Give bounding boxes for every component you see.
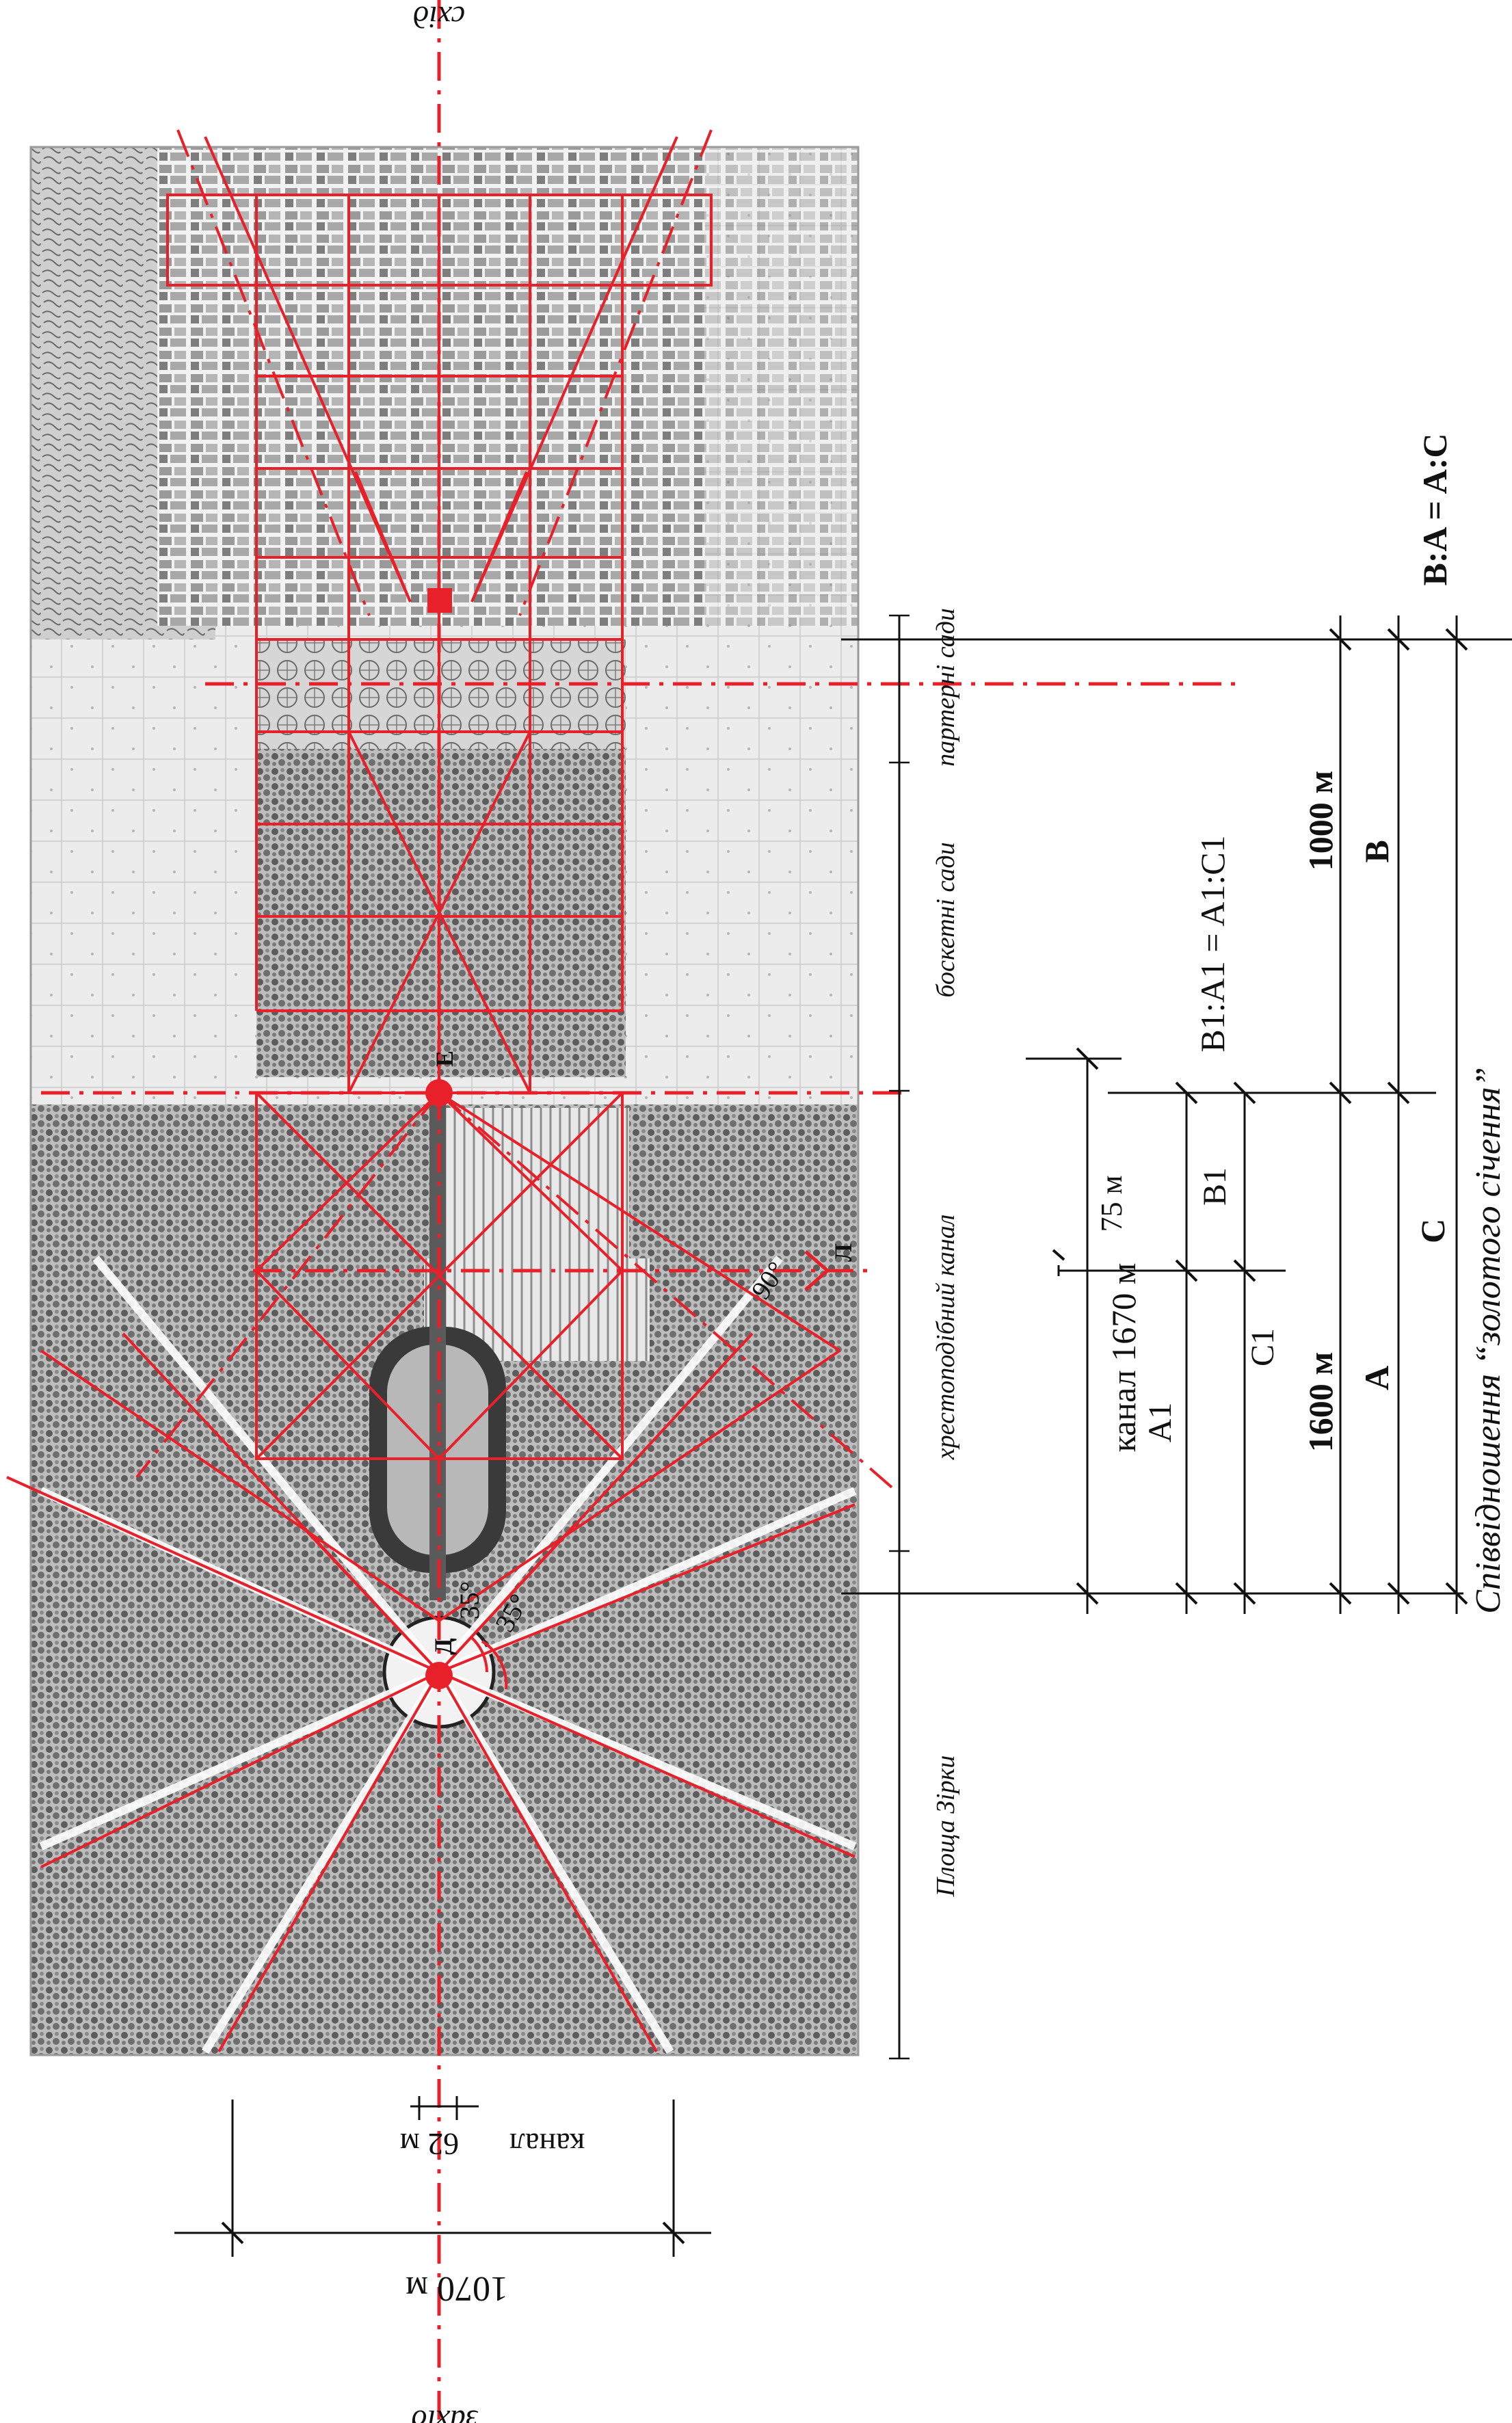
cross-width-label: 75 м	[1095, 1176, 1128, 1232]
golden-section-caption: Співвідношення “золотого січення”	[1469, 1067, 1508, 1613]
len-1600-label: 1600 м	[1301, 1352, 1340, 1453]
point-e-label: E	[431, 1050, 458, 1067]
b1-label: B1	[1197, 1167, 1233, 1206]
right-angle-mark	[804, 1250, 830, 1291]
b-label: B	[1357, 840, 1396, 862]
east-label: схід	[413, 0, 465, 35]
west-label: захід	[411, 2404, 478, 2423]
star-rays	[6, 1332, 856, 2053]
canal-length-label: канал 1670 м	[1104, 1263, 1143, 1453]
a1-label: A1	[1142, 1403, 1178, 1443]
point-d-label: Д	[429, 1638, 457, 1655]
canal-width-label: 62 м	[400, 2127, 460, 2162]
red-construction-lines	[6, 0, 1245, 2423]
left-ratio-label: B1:A1 = A1:C1	[1193, 835, 1232, 1052]
angle-35-a-label: 35°	[454, 1581, 485, 1619]
palace-center-marker	[427, 588, 452, 613]
zone-star-label: Площа Зірки	[931, 1756, 960, 1898]
point-e-marker	[425, 1079, 453, 1107]
historic-map-background	[29, 146, 860, 2056]
c-label: C	[1414, 1219, 1452, 1243]
town-blocks	[157, 147, 704, 626]
c1-label: C1	[1245, 1328, 1281, 1366]
square-grid	[255, 195, 624, 1094]
zone-canal-label: хрестоподібний канал	[931, 1215, 960, 1461]
zone-parterre-label: партерні сади	[931, 608, 960, 767]
width-1070-label: 1070 м	[406, 2269, 508, 2308]
zone-bosquet-label: боскетні сади	[931, 842, 960, 997]
angle-arc-35-b	[481, 1640, 508, 1690]
len-1000-label: 1000 м	[1301, 771, 1340, 871]
right-ratio-label: B:A = A:C	[1416, 434, 1454, 586]
dimension-lines	[174, 614, 1512, 2257]
point-j-label: Л	[830, 1243, 857, 1262]
canal-bottom-label: канал	[509, 2127, 585, 2162]
angle-arc-35-a	[470, 1637, 488, 1673]
point-d-marker	[425, 1662, 453, 1689]
a-label: A	[1357, 1366, 1396, 1390]
